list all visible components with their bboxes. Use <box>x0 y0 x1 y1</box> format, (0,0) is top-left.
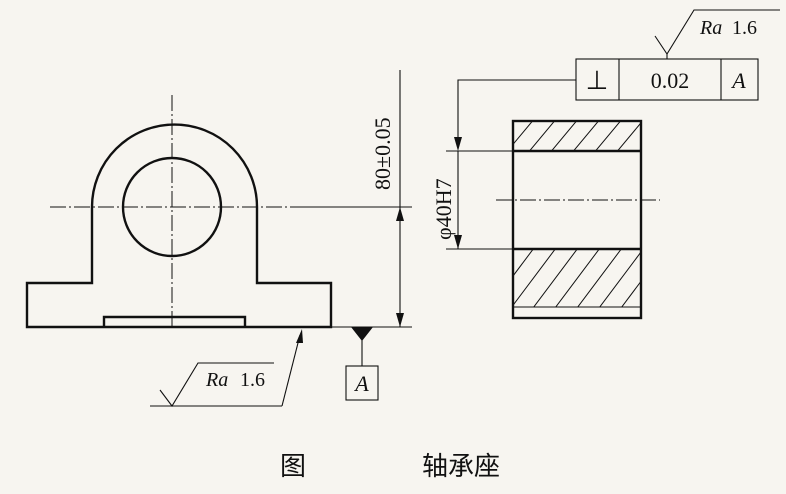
hatch-top <box>513 121 641 151</box>
tolerance-datum: A <box>730 68 746 93</box>
height-dimension-text: 80±0.05 <box>370 117 395 190</box>
roughness-value-top: 1.6 <box>732 17 757 39</box>
bore-arrow-bottom <box>454 235 462 249</box>
datum-a: A <box>345 327 379 401</box>
arrowhead-top <box>396 207 404 221</box>
front-view <box>25 95 333 329</box>
figure-title: 轴承座 <box>422 452 501 482</box>
height-dimension: 80±0.05 <box>290 70 412 328</box>
datum-triangle <box>351 327 373 341</box>
tolerance-value: 0.02 <box>651 68 690 93</box>
roughness-check-symbol <box>159 362 274 407</box>
bottom-roughness: Ra 1.6 <box>150 329 303 407</box>
section-outline <box>511 119 643 320</box>
bore-dimension-text: φ40H7 <box>431 178 456 240</box>
datum-box <box>345 365 379 401</box>
perpendicularity-symbol: ⊥ <box>586 66 609 95</box>
base-recess <box>102 315 247 327</box>
arrowhead-bottom <box>396 313 404 327</box>
tolerance-leader <box>457 79 576 143</box>
roughness-leader <box>281 334 301 407</box>
figure-label: 图 <box>280 452 307 482</box>
datum-letter: A <box>353 371 369 396</box>
roughness-leader-arrow <box>296 329 303 343</box>
roughness-symbol: Ra <box>205 369 228 391</box>
front-outline <box>25 123 333 329</box>
tolerance-frame: ⊥ 0.02 A <box>454 58 759 151</box>
roughness-symbol-top: Ra <box>699 17 722 39</box>
roughness-value: 1.6 <box>240 369 265 391</box>
section-view <box>496 119 660 320</box>
bore-dimension: φ40H7 <box>431 150 513 250</box>
roughness-check-symbol-top <box>654 9 780 56</box>
tolerance-leader-arrow <box>454 137 462 151</box>
top-roughness: Ra 1.6 <box>654 9 780 59</box>
